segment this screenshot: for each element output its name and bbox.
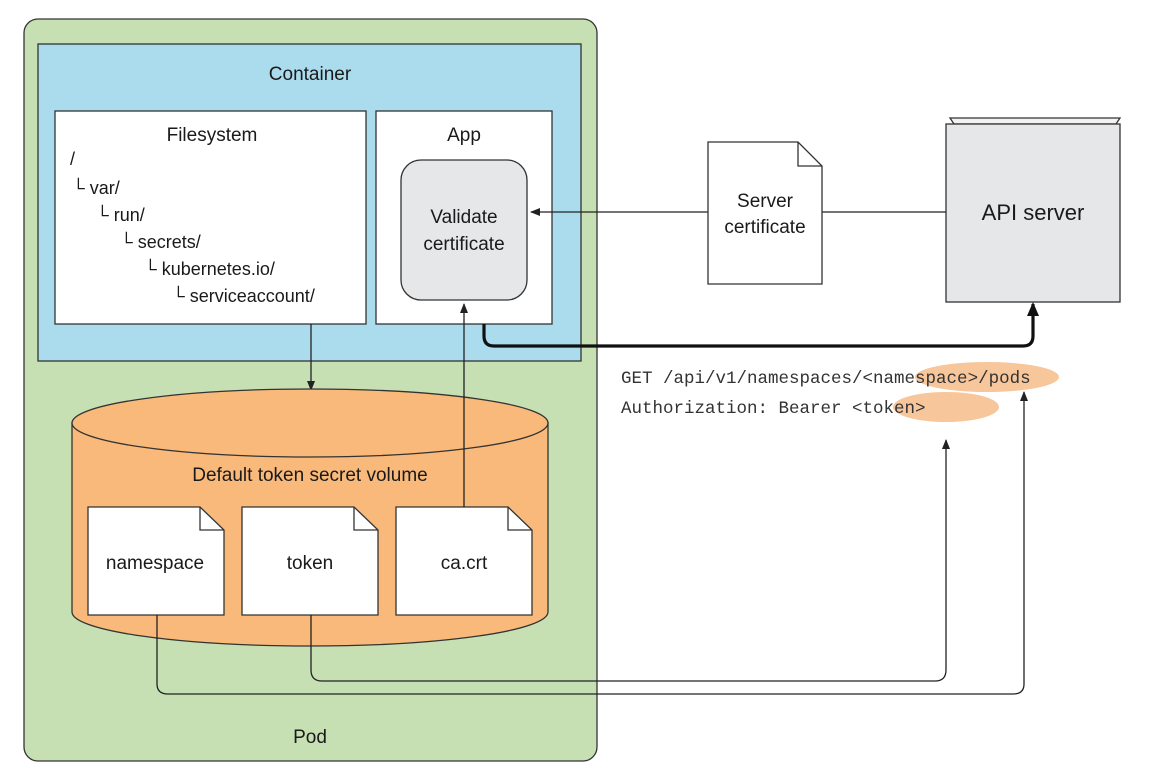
tree-secrets: └ secrets/	[120, 231, 201, 252]
http-request: GET /api/v1/namespaces/<namespace>/pods …	[621, 362, 1059, 422]
tree-kubernetes: └ kubernetes.io/	[144, 258, 275, 279]
tree-run: └ run/	[96, 204, 145, 225]
filesystem-box	[54, 110, 367, 325]
server-cert-label-line2: certificate	[724, 217, 805, 238]
tree-serviceaccount: └ serviceaccount/	[172, 285, 315, 306]
tree-var: └ var/	[72, 177, 120, 198]
namespace-to-url-arrow	[156, 391, 1028, 695]
container-label: Container	[269, 64, 352, 85]
namespace-param-highlight	[915, 362, 1059, 392]
volume-top	[71, 388, 549, 458]
filesystem-label: Filesystem	[167, 125, 258, 146]
request-line-1: GET /api/v1/namespaces/<namespace>/pods	[621, 369, 1031, 389]
server-certificate-doc	[707, 141, 823, 285]
validate-certificate-box	[400, 159, 528, 301]
file-token	[241, 506, 379, 616]
app-label: App	[447, 125, 481, 146]
filesystem-tree: / └ var/ └ run/ └ secrets/ └ kubernetes.…	[70, 149, 315, 306]
file-namespace-label: namespace	[106, 553, 204, 574]
file-ca-crt-label: ca.crt	[441, 553, 488, 574]
file-token-label: token	[287, 553, 333, 574]
volume-label: Default token secret volume	[192, 465, 428, 486]
api-server-box	[945, 117, 1122, 303]
validate-label-line1: Validate	[430, 207, 497, 228]
tree-root: /	[70, 149, 75, 169]
request-line-2: Authorization: Bearer <token>	[621, 399, 926, 419]
file-ca-crt	[395, 506, 533, 616]
validate-label-line2: certificate	[423, 234, 504, 255]
server-cert-label-line1: Server	[737, 191, 794, 212]
token-to-header-arrow	[310, 439, 950, 682]
app-to-api-request-arrow	[482, 302, 1039, 348]
api-server-label: API server	[982, 200, 1085, 225]
file-namespace	[87, 506, 225, 616]
token-param-highlight	[893, 392, 999, 422]
pod-label: Pod	[293, 727, 327, 748]
